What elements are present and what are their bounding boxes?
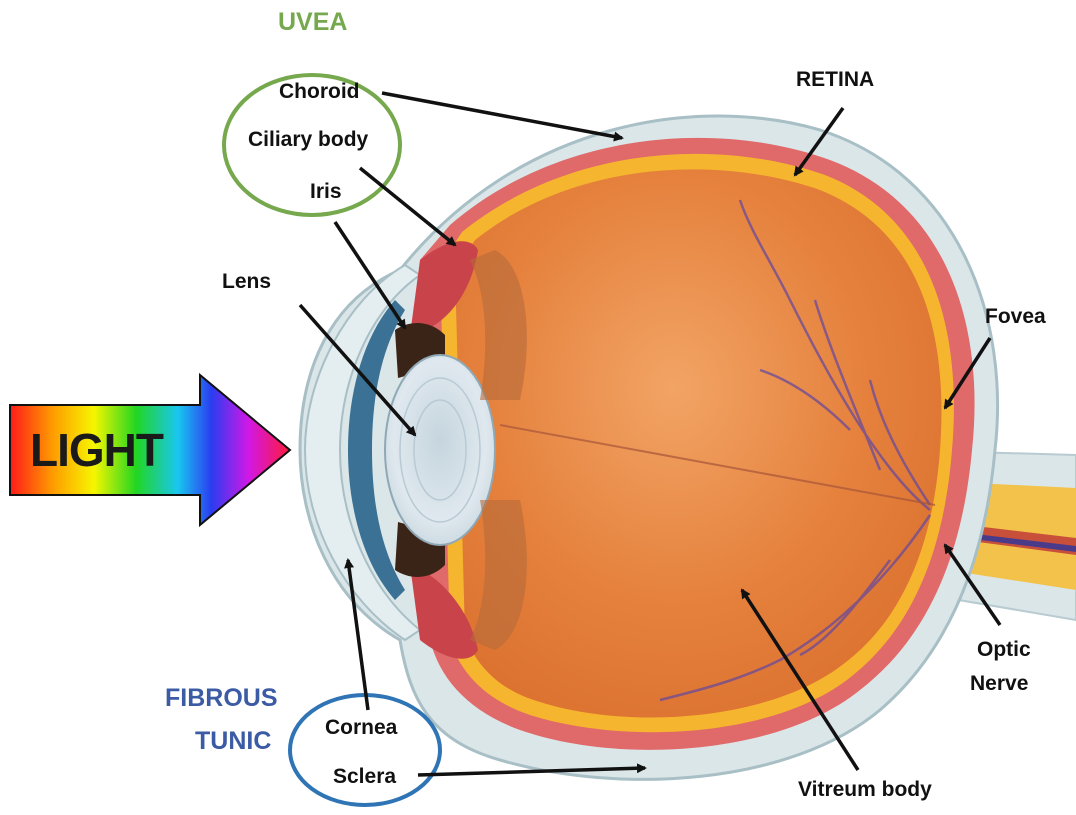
fovea-label: Fovea bbox=[985, 305, 1046, 329]
fibrous-title: FIBROUS bbox=[165, 684, 278, 713]
retina-label: RETINA bbox=[796, 68, 874, 92]
sclera-label: Sclera bbox=[333, 765, 396, 789]
cornea-label: Cornea bbox=[325, 716, 397, 740]
light-label: LIGHT bbox=[30, 423, 163, 477]
iris-label: Iris bbox=[310, 180, 342, 204]
lens bbox=[385, 355, 495, 545]
optic-nerve-label-1: Optic bbox=[977, 638, 1031, 662]
tunic-title: TUNIC bbox=[195, 727, 271, 756]
uvea-title: UVEA bbox=[278, 8, 347, 37]
optic-nerve-label-2: Nerve bbox=[970, 672, 1028, 696]
vitreum-body-label: Vitreum body bbox=[798, 778, 932, 802]
choroid-label: Choroid bbox=[279, 80, 359, 104]
ciliary-body-label: Ciliary body bbox=[248, 128, 368, 152]
lens-label: Lens bbox=[222, 270, 271, 294]
